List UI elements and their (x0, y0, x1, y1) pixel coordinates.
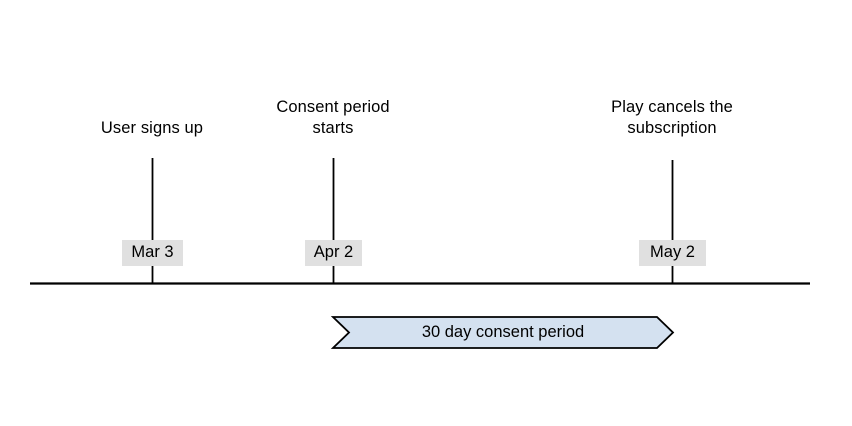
event-date-chip-user-signs-up: Mar 3 (122, 240, 183, 266)
event-date-chip-consent-period-starts: Apr 2 (305, 240, 362, 266)
consent-period-band-label: 30 day consent period (421, 323, 585, 341)
consent-period-band-shape (330, 316, 675, 349)
event-caption-user-signs-up: User signs up (100, 119, 204, 137)
event-caption-consent-period-starts: Consent period starts (276, 98, 390, 137)
event-caption-play-cancels-subscription: Play cancels the subscription (611, 98, 733, 137)
event-date-chip-play-cancels-subscription: May 2 (639, 240, 706, 266)
